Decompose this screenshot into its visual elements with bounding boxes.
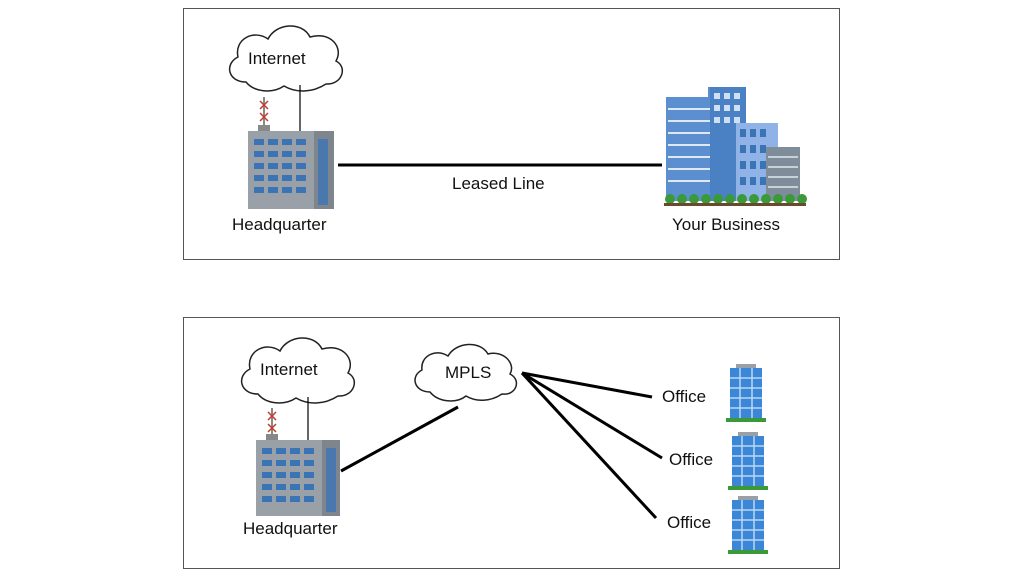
hq-to-mpls-line: [340, 405, 459, 473]
office-label-1: Office: [662, 387, 707, 406]
mpls-cloud-icon: [414, 343, 518, 402]
internet-cloud-icon: [228, 25, 344, 92]
internet-label: Internet: [248, 49, 306, 68]
mpls-to-office-1-line: [521, 371, 653, 399]
office-label-2: Office: [669, 450, 714, 469]
headquarter-label: Headquarter: [243, 519, 338, 538]
your-business-label: Your Business: [672, 215, 781, 234]
mpls-label: MPLS: [445, 363, 492, 382]
antenna-tower-icon: [266, 408, 278, 440]
office-building-icon-2: [728, 432, 768, 490]
antenna-tower-icon: [258, 97, 270, 131]
leased-line-label: Leased Line: [452, 174, 545, 193]
headquarter-building-icon: [256, 440, 340, 516]
headquarter-label: Headquarter: [232, 215, 327, 234]
office-building-icon-1: [726, 364, 766, 422]
headquarter-building-icon: [248, 131, 334, 209]
mpls-diagram: Internet MPLS Headquarter Office Office …: [183, 317, 840, 569]
leased-line-diagram: Internet Headquarter Leased Line Your Bu…: [183, 8, 840, 260]
office-label-3: Office: [667, 513, 712, 532]
mpls-to-office-2-line: [521, 371, 663, 460]
mpls-to-office-3-line: [520, 371, 658, 520]
internet-label: Internet: [260, 360, 318, 379]
internet-cloud-icon: [240, 337, 356, 404]
leased-line-graphics: [228, 25, 807, 209]
mpls-graphics: [240, 337, 768, 554]
office-building-icon-3: [728, 496, 768, 554]
tree-row-icon: [665, 194, 807, 204]
business-buildings-icon: [664, 87, 807, 206]
